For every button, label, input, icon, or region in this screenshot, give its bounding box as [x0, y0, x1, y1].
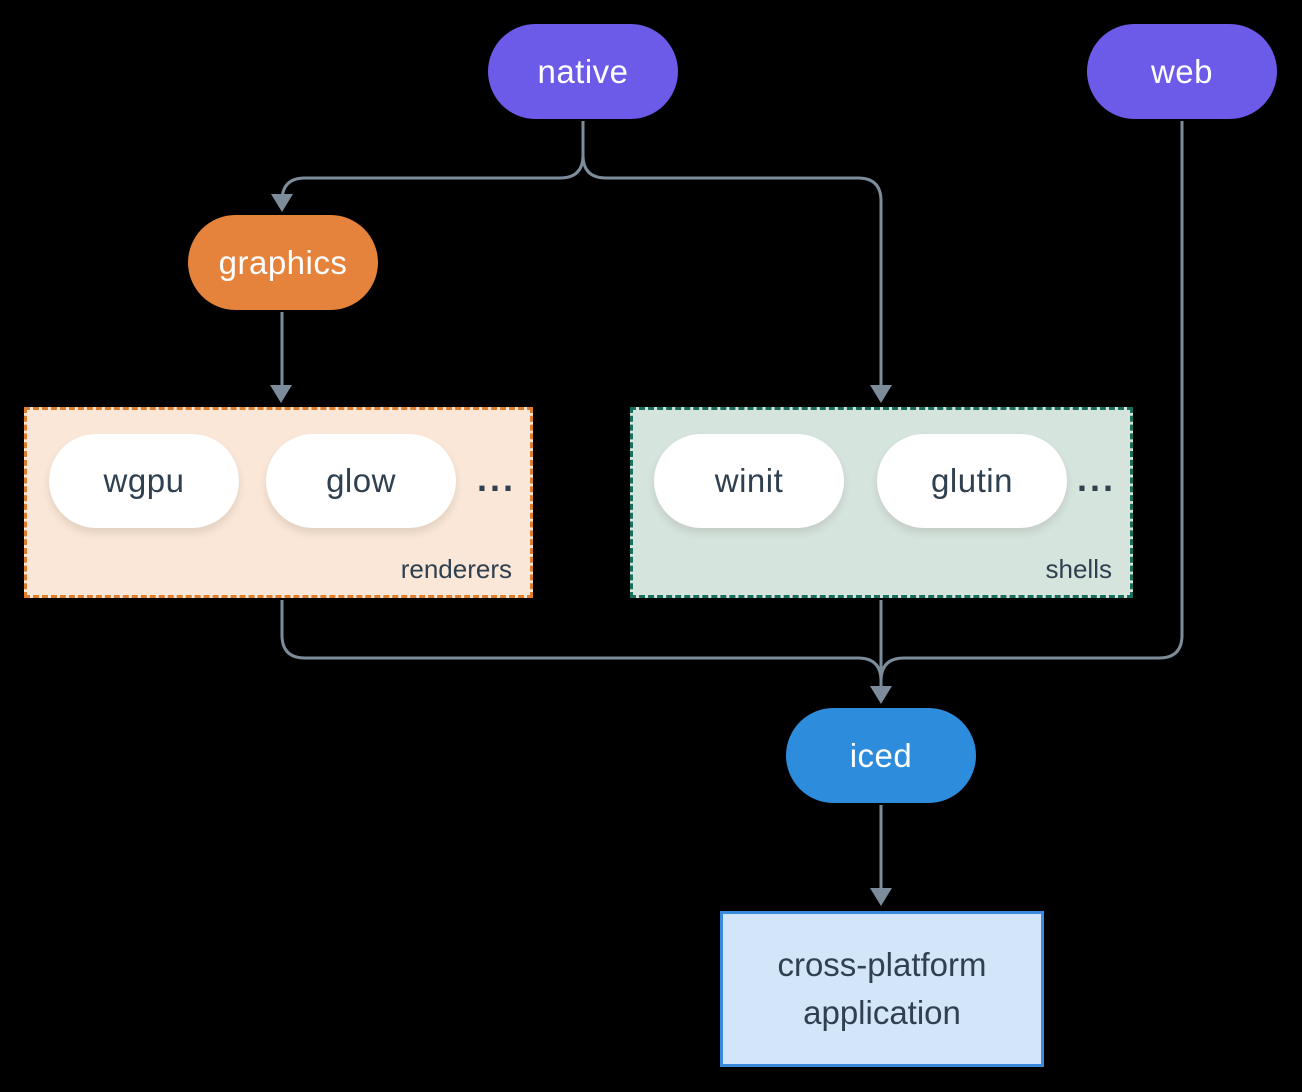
edge-web-iced [879, 121, 1184, 682]
node-graphics: graphics [188, 215, 378, 310]
node-web: web [1087, 24, 1277, 119]
edge-native-shells [581, 121, 883, 390]
group-label-renderers: renderers [400, 554, 512, 584]
node-wgpu-label: wgpu [103, 462, 185, 499]
arrowhead-iced [870, 686, 892, 704]
arrowhead-app [870, 888, 892, 906]
node-wgpu: wgpu [49, 434, 239, 528]
node-native: native [488, 24, 678, 119]
node-iced-label: iced [849, 736, 913, 774]
node-glow-label: glow [326, 462, 396, 499]
node-graphics-label: graphics [218, 243, 348, 281]
node-glutin: glutin [877, 434, 1067, 528]
edge-renderers-iced [280, 600, 883, 682]
group-renderers: wgpu glow ... renderers [24, 407, 533, 598]
renderers-ellipsis: ... [476, 458, 516, 499]
group-label-shells: shells [1045, 554, 1112, 584]
node-native-label: native [537, 52, 629, 90]
node-glow: glow [266, 434, 456, 528]
group-shells: winit glutin ... shells [630, 407, 1133, 598]
shells-ellipsis: ... [1076, 458, 1116, 499]
node-iced: iced [786, 708, 976, 803]
arrowhead-renderers [270, 385, 292, 403]
arrowhead-graphics [271, 194, 293, 212]
node-app-label: cross-platform application [777, 946, 987, 1031]
node-app: cross-platform application [720, 911, 1044, 1067]
node-glutin-label: glutin [931, 462, 1013, 499]
node-winit-label: winit [714, 462, 784, 499]
arrowhead-shells [870, 385, 892, 403]
node-web-label: web [1150, 52, 1214, 90]
edge-native-graphics [280, 121, 585, 202]
node-winit: winit [654, 434, 844, 528]
